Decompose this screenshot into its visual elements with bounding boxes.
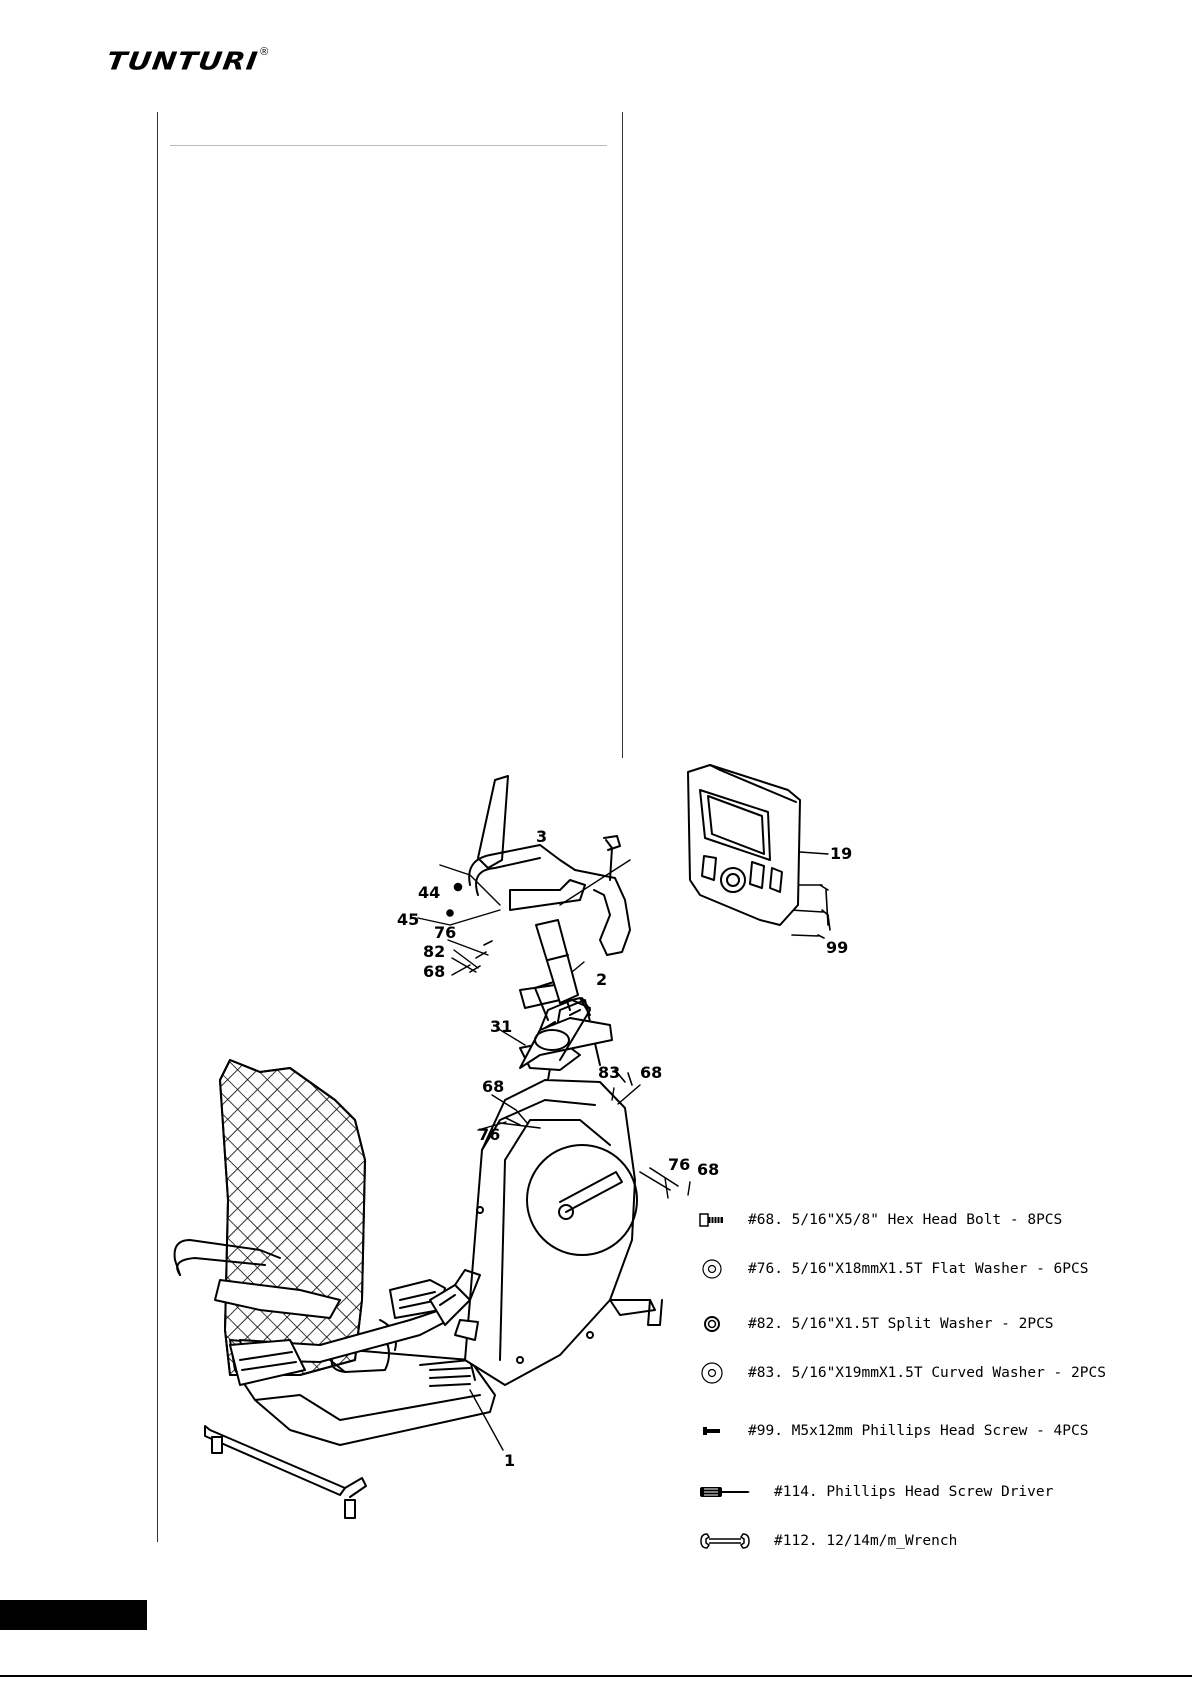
legend-text-68: #68. 5/16"X5/8" Hex Head Bolt - 8PCS [748, 1212, 1063, 1228]
callout-1: 1 [504, 1451, 515, 1470]
callout-31: 31 [490, 1017, 512, 1036]
legend-item-99: #99. M5x12mm Phillips Head Screw - 4PCS [690, 1416, 1088, 1446]
front-stabilizer [609, 1299, 663, 1326]
callout-76-left: 76 [478, 1125, 500, 1144]
hex-bolt-icon [690, 1205, 734, 1235]
screwdriver-icon [690, 1477, 760, 1507]
legend-item-112: #112. 12/14m/m_Wrench [690, 1526, 957, 1556]
legend-item-83: #83. 5/16"X19mmX1.5T Curved Washer - 2PC… [690, 1358, 1106, 1388]
callout-2: 2 [596, 970, 607, 989]
legend-text-83: #83. 5/16"X19mmX1.5T Curved Washer - 2PC… [748, 1365, 1106, 1381]
callout-83: 83 [598, 1063, 620, 1082]
column-cover-31 [519, 999, 613, 1069]
legend-text-82: #82. 5/16"X1.5T Split Washer - 2PCS [748, 1316, 1054, 1332]
rear-stabilizer [204, 1425, 367, 1519]
legend-item-76: #76. 5/16"X18mmX1.5T Flat Washer - 6PCS [690, 1254, 1088, 1284]
callout-76-upper: 76 [434, 923, 456, 942]
section-heading-rule [170, 145, 607, 146]
legend-item-114: #114. Phillips Head Screw Driver [690, 1477, 1053, 1507]
left-column-rule [157, 112, 158, 1542]
callout-76-lower: 76 [668, 1155, 690, 1174]
callout-68-left: 68 [482, 1077, 504, 1096]
phillips-screw-icon [690, 1416, 734, 1446]
flat-washer-icon [690, 1254, 734, 1284]
curved-washer-icon [690, 1358, 734, 1388]
legend-text-114: #114. Phillips Head Screw Driver [774, 1484, 1054, 1500]
legend-text-76: #76. 5/16"X18mmX1.5T Flat Washer - 6PCS [748, 1261, 1089, 1277]
column-fasteners [446, 882, 831, 1191]
split-washer-icon [690, 1309, 734, 1339]
callout-44: 44 [418, 883, 440, 902]
flywheel-housing [464, 1079, 638, 1386]
handlebar-post-2 [535, 919, 591, 1061]
brand-logo: TUNTURI® [105, 44, 269, 78]
callout-leader-lines [417, 851, 829, 1451]
callout-68-right: 68 [640, 1063, 662, 1082]
seat-back [219, 1059, 366, 1376]
callout-82: 82 [423, 942, 445, 961]
callout-99: 99 [826, 938, 848, 957]
pedal-assembly [429, 1269, 481, 1341]
console-19 [687, 764, 801, 926]
wrench-icon [690, 1526, 760, 1556]
page-number-tab [0, 1600, 147, 1630]
registered-mark: ® [260, 46, 269, 58]
callout-19: 19 [830, 844, 852, 863]
legend-text-112: #112. 12/14m/m_Wrench [774, 1533, 958, 1549]
middle-column-rule [622, 112, 623, 758]
callout-68-upper: 68 [423, 962, 445, 981]
callout-45: 45 [397, 910, 419, 929]
seat-side-handles [173, 1239, 397, 1373]
legend-item-82: #82. 5/16"X1.5T Split Washer - 2PCS [690, 1309, 1054, 1339]
callout-3: 3 [536, 827, 547, 846]
callout-68-lower: 68 [697, 1160, 719, 1179]
handlebar-3 [468, 775, 631, 956]
seat-cushion [229, 1279, 446, 1386]
footer-rule [0, 1675, 1192, 1677]
legend-text-99: #99. M5x12mm Phillips Head Screw - 4PCS [748, 1423, 1089, 1439]
legend-item-68: #68. 5/16"X5/8" Hex Head Bolt - 8PCS [690, 1205, 1062, 1235]
